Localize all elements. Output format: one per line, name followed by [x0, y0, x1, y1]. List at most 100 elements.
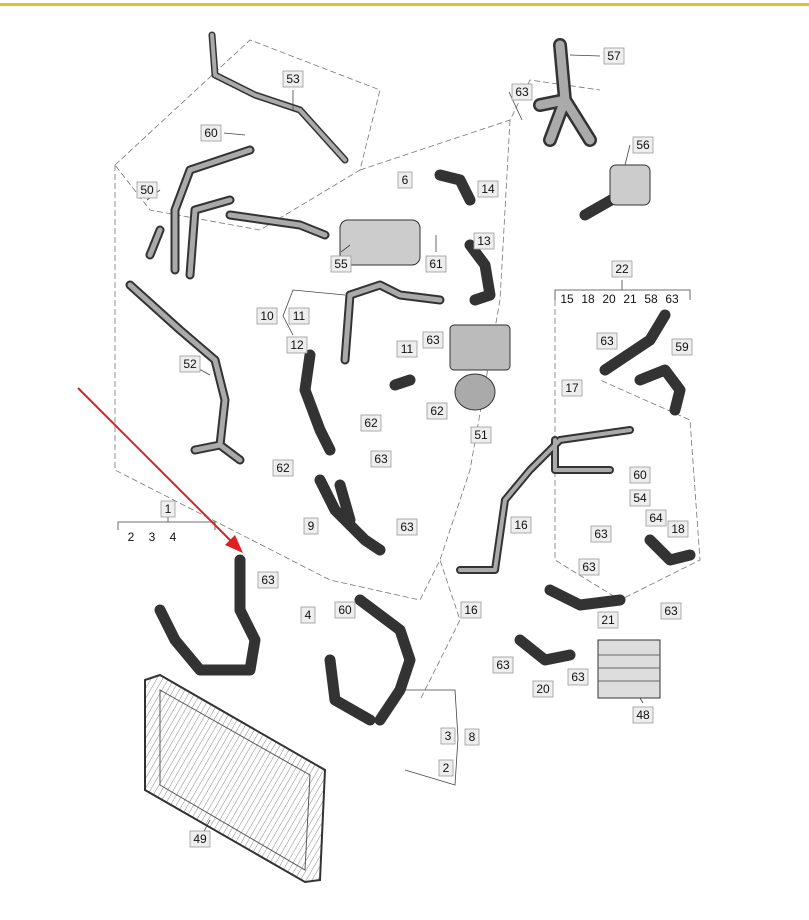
callout-57: 57 — [603, 47, 625, 65]
callout-box — [257, 571, 279, 589]
callout-box — [477, 180, 499, 198]
callout-11: 11 — [288, 307, 310, 325]
callout-63: 63 — [590, 525, 612, 543]
callout-20: 20 — [532, 680, 554, 698]
pipe-52 — [125, 280, 245, 465]
callout-15: 15 — [560, 292, 574, 306]
callout-number: 63 — [496, 658, 510, 672]
callout-box — [396, 518, 418, 536]
callout-box — [200, 124, 222, 142]
callout-64: 64 — [645, 509, 667, 527]
pipe-16 — [456, 426, 634, 574]
callout-number: 4 — [170, 530, 177, 544]
callout-box — [667, 520, 689, 538]
callout-51: 51 — [470, 426, 492, 444]
callout-58: 58 — [644, 292, 658, 306]
callout-18: 18 — [581, 292, 595, 306]
callout-62: 62 — [426, 402, 448, 420]
callout-number: 2 — [128, 530, 135, 544]
callout-63: 63 — [567, 668, 589, 686]
callout-box — [282, 70, 304, 88]
callout-number: 18 — [671, 522, 685, 536]
pump-51 — [449, 324, 511, 411]
callout-number: 57 — [607, 49, 621, 63]
callout-4: 4 — [170, 530, 177, 544]
callout-number: 48 — [636, 708, 650, 722]
callout-number: 17 — [565, 381, 579, 395]
callout-number: 63 — [515, 85, 529, 99]
bracket-10 — [282, 289, 346, 336]
callout-18: 18 — [667, 520, 689, 538]
callout-16: 16 — [460, 601, 482, 619]
callout-6: 6 — [397, 171, 413, 189]
callout-55: 55 — [330, 255, 352, 273]
callout-number: 56 — [636, 138, 650, 152]
callout-box — [603, 47, 625, 65]
callout-number: 20 — [602, 292, 616, 306]
callout-box — [330, 255, 352, 273]
red-arrow-indicator — [77, 387, 243, 553]
callout-63: 63 — [257, 571, 279, 589]
callout-number: 63 — [600, 334, 614, 348]
part-56 — [609, 164, 651, 206]
callout-box — [510, 516, 532, 534]
callout-number: 63 — [426, 333, 440, 347]
callout-20: 20 — [602, 292, 616, 306]
callout-box — [303, 517, 319, 535]
callout-box — [438, 759, 454, 777]
callout-63: 63 — [396, 518, 418, 536]
callout-number: 51 — [474, 428, 488, 442]
callout-number: 18 — [581, 292, 595, 306]
callout-box — [473, 232, 495, 250]
callout-box — [561, 379, 583, 397]
callout-number: 63 — [571, 670, 585, 684]
callout-number: 58 — [644, 292, 658, 306]
callout-59: 59 — [671, 338, 693, 356]
callout-box — [288, 307, 310, 325]
callout-box — [611, 260, 633, 278]
callout-number: 63 — [374, 452, 388, 466]
callout-number: 16 — [514, 518, 528, 532]
callout-number: 21 — [601, 613, 615, 627]
callout-62: 62 — [360, 414, 382, 432]
callout-box — [492, 656, 514, 674]
callout-number: 60 — [338, 603, 352, 617]
callout-number: 2 — [443, 761, 450, 775]
callout-box — [370, 450, 392, 468]
callout-48: 48 — [632, 706, 654, 724]
callout-number: 21 — [623, 292, 637, 306]
callout-9: 9 — [303, 517, 319, 535]
callout-52: 52 — [179, 355, 201, 373]
callout-number: 62 — [276, 461, 290, 475]
callout-number: 20 — [536, 682, 550, 696]
dashed-outline — [114, 39, 381, 231]
callout-54: 54 — [629, 489, 651, 507]
callout-12: 12 — [286, 336, 308, 354]
callout-box — [397, 171, 413, 189]
callout-number: 63 — [594, 527, 608, 541]
callout-box — [396, 340, 418, 358]
callout-box — [136, 181, 158, 199]
callout-number: 8 — [469, 730, 476, 744]
callout-number: 60 — [204, 126, 218, 140]
callout-63: 63 — [370, 450, 392, 468]
callout-number: 61 — [429, 257, 443, 271]
callout-box — [286, 336, 308, 354]
callout-box — [426, 402, 448, 420]
callout-box — [632, 706, 654, 724]
callout-number: 63 — [400, 520, 414, 534]
callout-number: 10 — [260, 309, 274, 323]
callout-box — [632, 136, 654, 154]
callout-box — [464, 728, 480, 746]
callout-number: 62 — [364, 416, 378, 430]
callout-60: 60 — [334, 601, 356, 619]
callout-17: 17 — [561, 379, 583, 397]
callout-53: 53 — [282, 70, 304, 88]
bracket-1 — [117, 516, 216, 530]
pipe-50 — [145, 145, 330, 280]
callout-box — [597, 611, 619, 629]
pipe-10 — [340, 280, 445, 365]
callout-63: 63 — [422, 331, 444, 349]
